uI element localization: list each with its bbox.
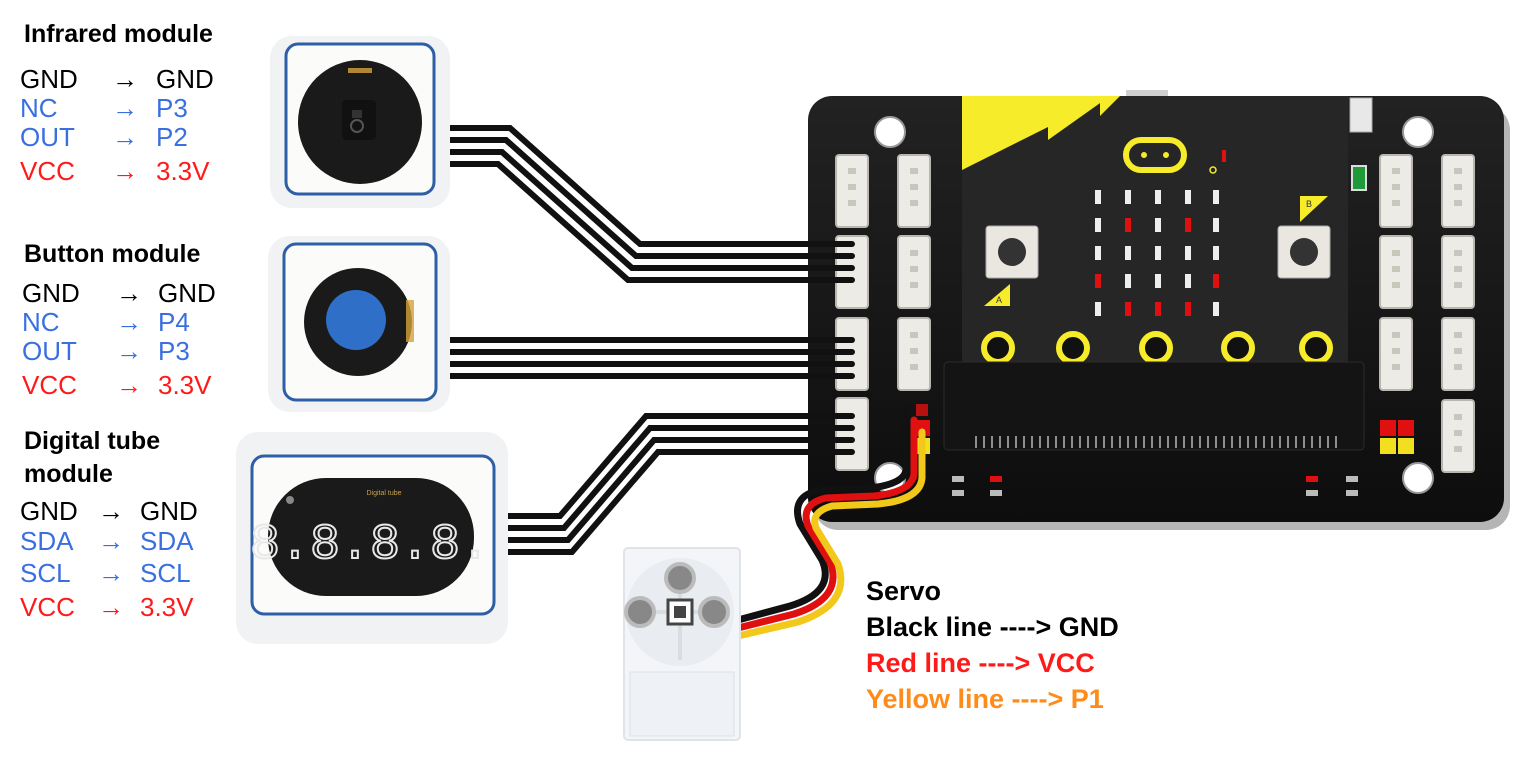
infrared-pin-from: VCC	[20, 156, 75, 187]
connector-port	[898, 155, 930, 227]
infrared-pin-arrow: →	[112, 64, 138, 95]
tube-pin-arrow: →	[98, 496, 124, 527]
tube-pin-from: VCC	[20, 592, 75, 623]
tube-digits: 8.8.8.8.	[250, 517, 490, 574]
tube-pin-to: 3.3V	[140, 592, 194, 623]
tube-module-title-line1: Digital tube	[24, 427, 160, 456]
pin-ring	[1224, 334, 1252, 362]
button-pin-to: 3.3V	[158, 370, 212, 401]
tube-pin-from: SCL	[20, 558, 71, 589]
infrared-pin-arrow: →	[112, 93, 138, 124]
servo-motor	[624, 548, 740, 740]
button-pin-from: GND	[22, 278, 80, 309]
tube-pin-to: GND	[140, 496, 198, 527]
connector-port	[1380, 155, 1412, 227]
button-pin-from: OUT	[22, 336, 77, 367]
connector-port	[1442, 155, 1474, 227]
button-module	[268, 236, 450, 412]
servo-title: Servo	[866, 576, 941, 607]
mounting-hole	[1403, 117, 1433, 147]
button-pin-to: GND	[158, 278, 216, 309]
infrared-module	[270, 36, 450, 208]
infrared-pin-to: P3	[156, 93, 188, 124]
tube-caption: Digital tube	[366, 490, 401, 497]
button-module-title: Button module	[24, 240, 200, 269]
infrared-pin-from: OUT	[20, 122, 75, 153]
tube-pin-arrow: →	[98, 592, 124, 623]
tube-module-title-line2: module	[24, 460, 113, 489]
infrared-pin-to: GND	[156, 64, 214, 95]
button-pin-arrow: →	[116, 278, 142, 309]
infrared-pin-from: NC	[20, 93, 58, 124]
digital-tube-module: Digital tube 8.8.8.8.	[236, 432, 508, 644]
button-pin-to: P4	[158, 307, 190, 338]
connector-port	[836, 398, 868, 470]
mounting-hole	[1403, 463, 1433, 493]
pin-ring	[1142, 334, 1170, 362]
button-pin-from: NC	[22, 307, 60, 338]
tube-pin-to: SDA	[140, 526, 193, 557]
button-pin-from: VCC	[22, 370, 77, 401]
button-b-label: B	[1306, 199, 1312, 209]
pin-ring	[984, 334, 1012, 362]
push-button-icon	[326, 290, 386, 350]
infrared-pin-from: GND	[20, 64, 78, 95]
tube-pin-from: GND	[20, 496, 78, 527]
infrared-pin-arrow: →	[112, 122, 138, 153]
infrared-pin-to: P2	[156, 122, 188, 153]
mounting-hole	[875, 117, 905, 147]
button-pin-arrow: →	[116, 370, 142, 401]
tube-pin-arrow: →	[98, 526, 124, 557]
button-a-label: A	[996, 295, 1002, 305]
pin-ring	[1059, 334, 1087, 362]
infrared-pin-to: 3.3V	[156, 156, 210, 187]
tube-pin-from: SDA	[20, 526, 73, 557]
infrared-pin-arrow: →	[112, 156, 138, 187]
servo-red-line: Red line ----> VCC	[866, 648, 1095, 679]
microbit-board: A B	[944, 96, 1364, 450]
tube-pin-arrow: →	[98, 558, 124, 589]
servo-yellow-line: Yellow line ----> P1	[866, 684, 1104, 715]
button-pin-to: P3	[158, 336, 190, 367]
tube-pin-to: SCL	[140, 558, 191, 589]
button-pin-arrow: →	[116, 307, 142, 338]
infrared-module-title: Infrared module	[24, 20, 213, 49]
pin-ring	[1302, 334, 1330, 362]
button-pin-arrow: →	[116, 336, 142, 367]
servo-black-line: Black line ----> GND	[866, 612, 1119, 643]
connector-port	[836, 155, 868, 227]
